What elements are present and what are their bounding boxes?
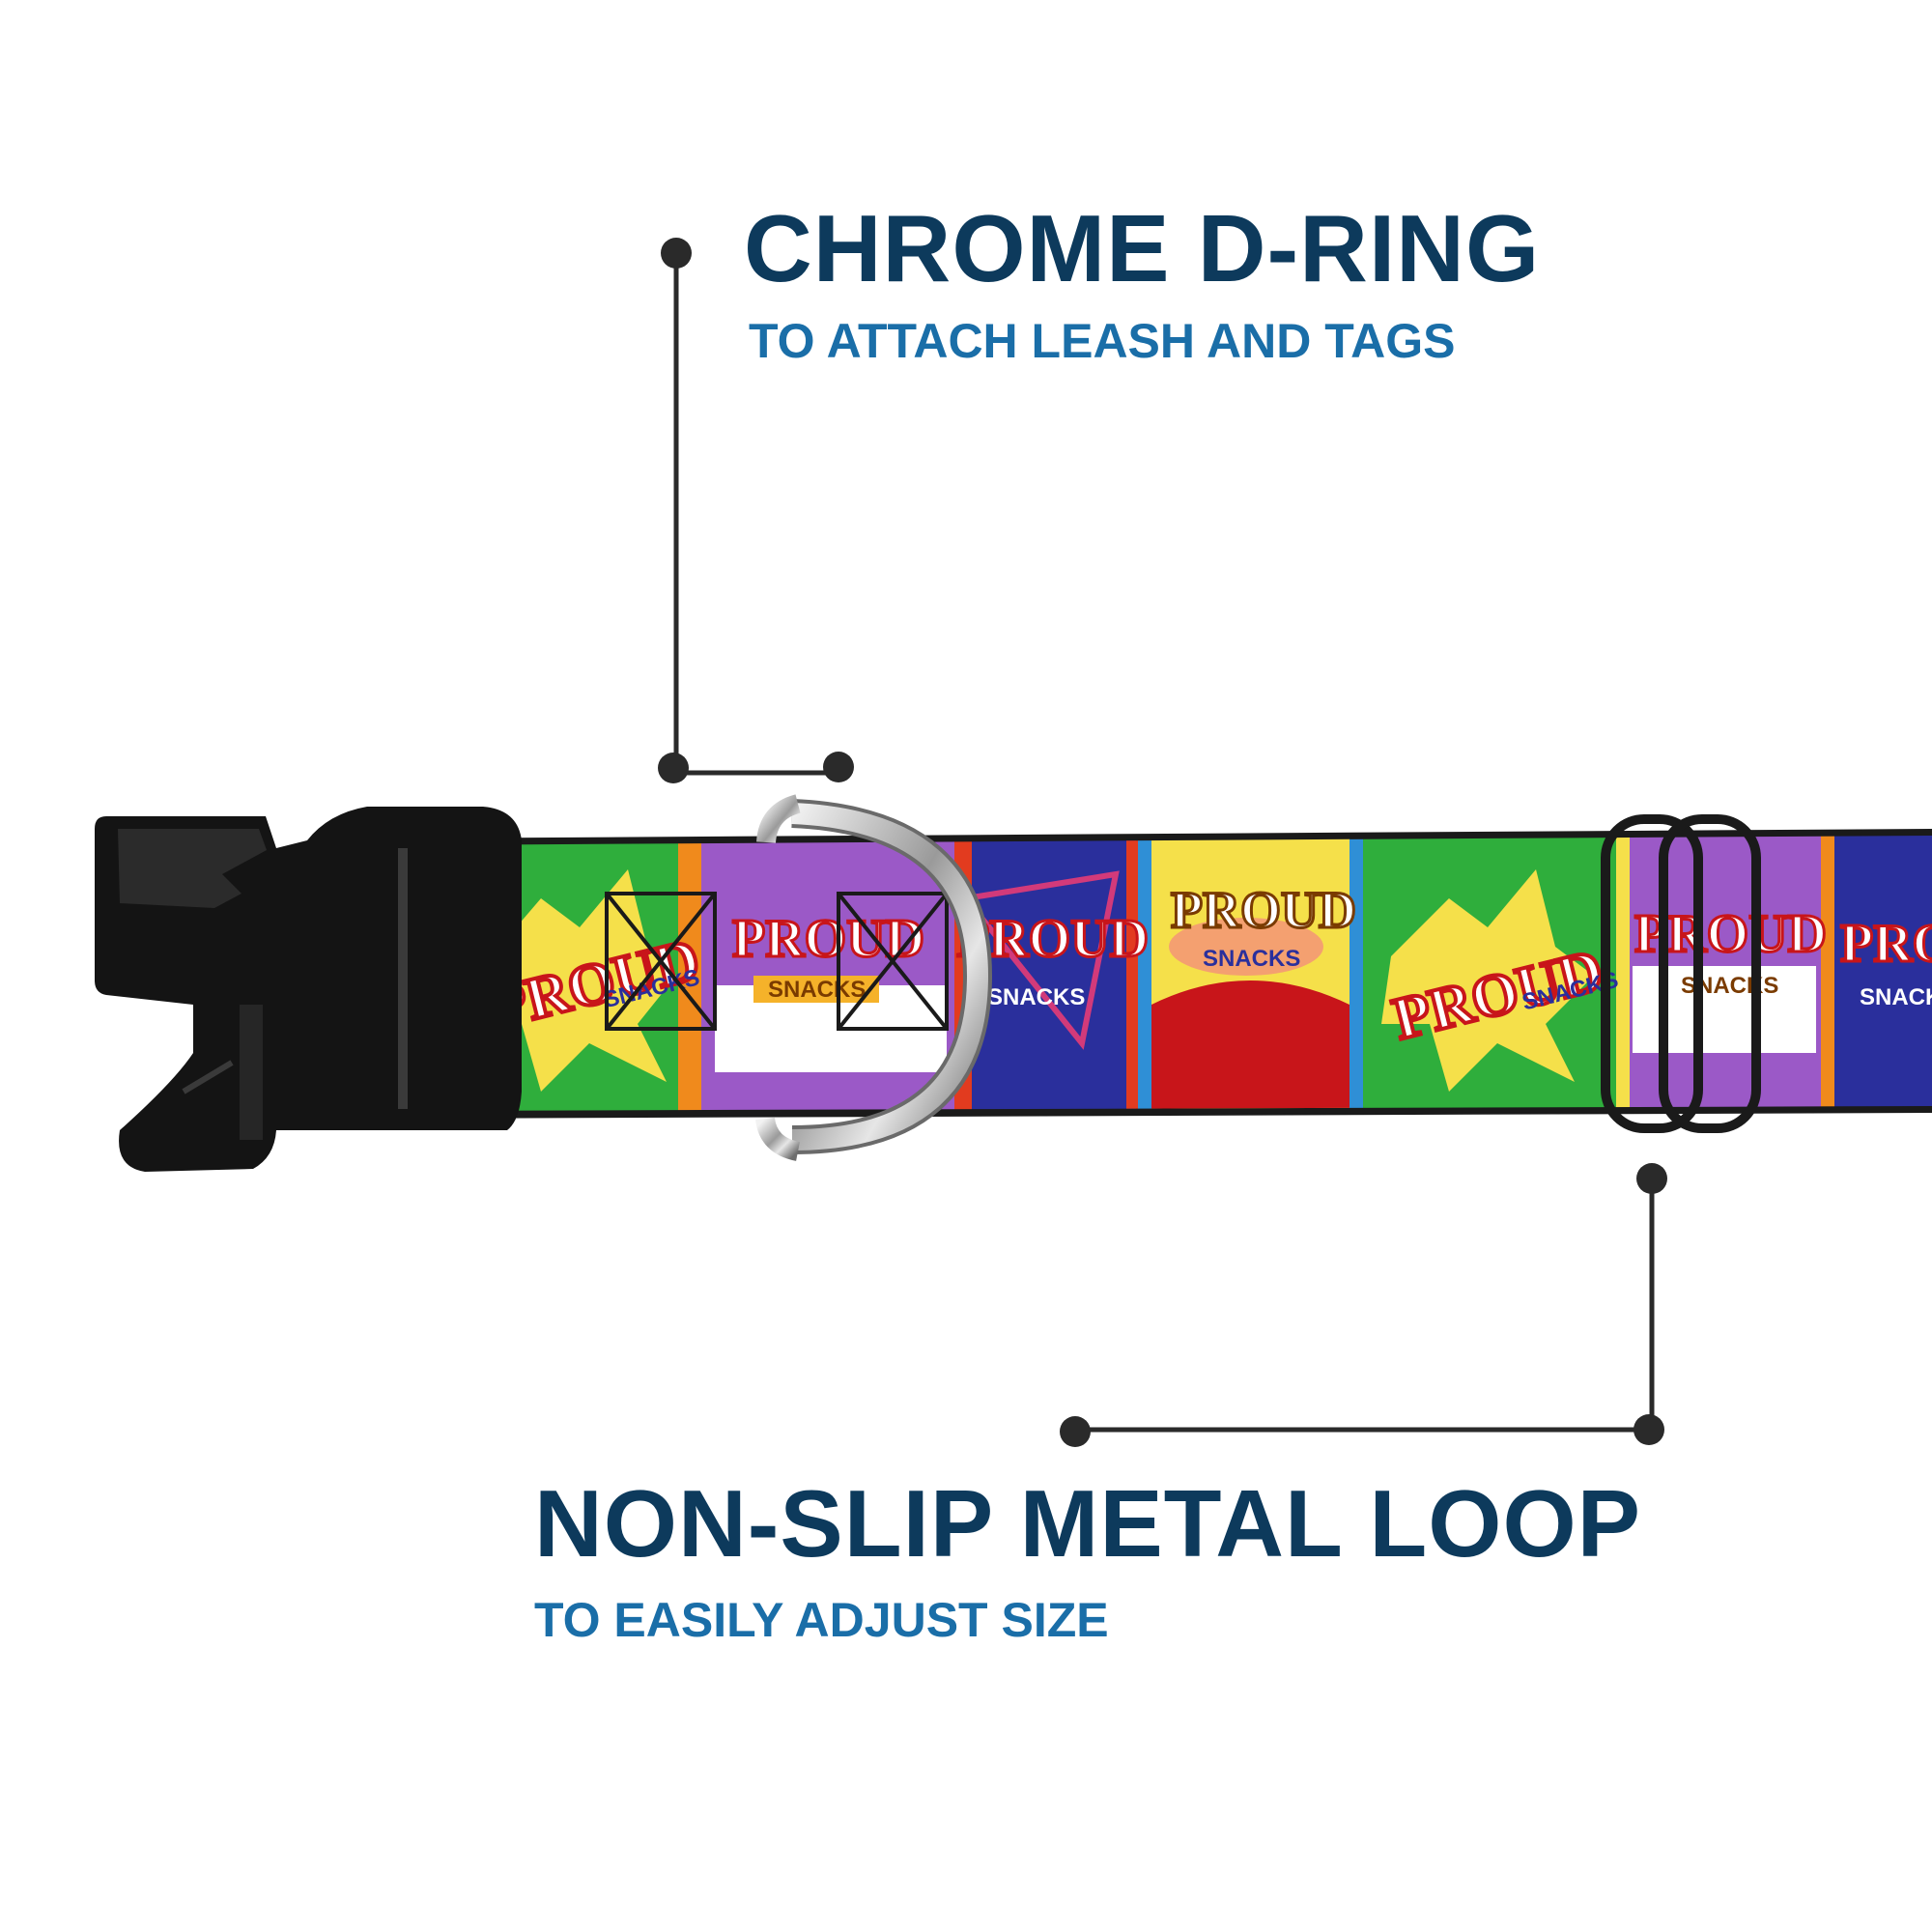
pattern-tagline-3: SNACKS — [987, 984, 1085, 1010]
loop-pointer — [1060, 1163, 1667, 1447]
buckle-icon — [95, 807, 522, 1172]
d-ring-subtitle: TO ATTACH LEASH AND TAGS — [749, 314, 1456, 368]
pattern-tagline-2: SNACKS — [768, 977, 866, 1003]
d-ring-icon — [755, 794, 993, 1161]
pattern-tagline-4: SNACKS — [1203, 946, 1300, 972]
loop-title: NON-SLIP METAL LOOP — [534, 1470, 1642, 1577]
pattern-brand-7: PROUD — [1840, 914, 1932, 974]
pattern-tagline-7: SNACKS — [1860, 984, 1932, 1010]
slide-loop-icon — [1601, 814, 1761, 1133]
d-ring-pointer — [658, 238, 854, 783]
d-ring-title: CHROME D-RING — [744, 195, 1541, 301]
stitch-boxes — [605, 892, 949, 1031]
pattern-brand-4: PROUD — [1171, 881, 1356, 939]
loop-subtitle: TO EASILY ADJUST SIZE — [534, 1593, 1109, 1647]
